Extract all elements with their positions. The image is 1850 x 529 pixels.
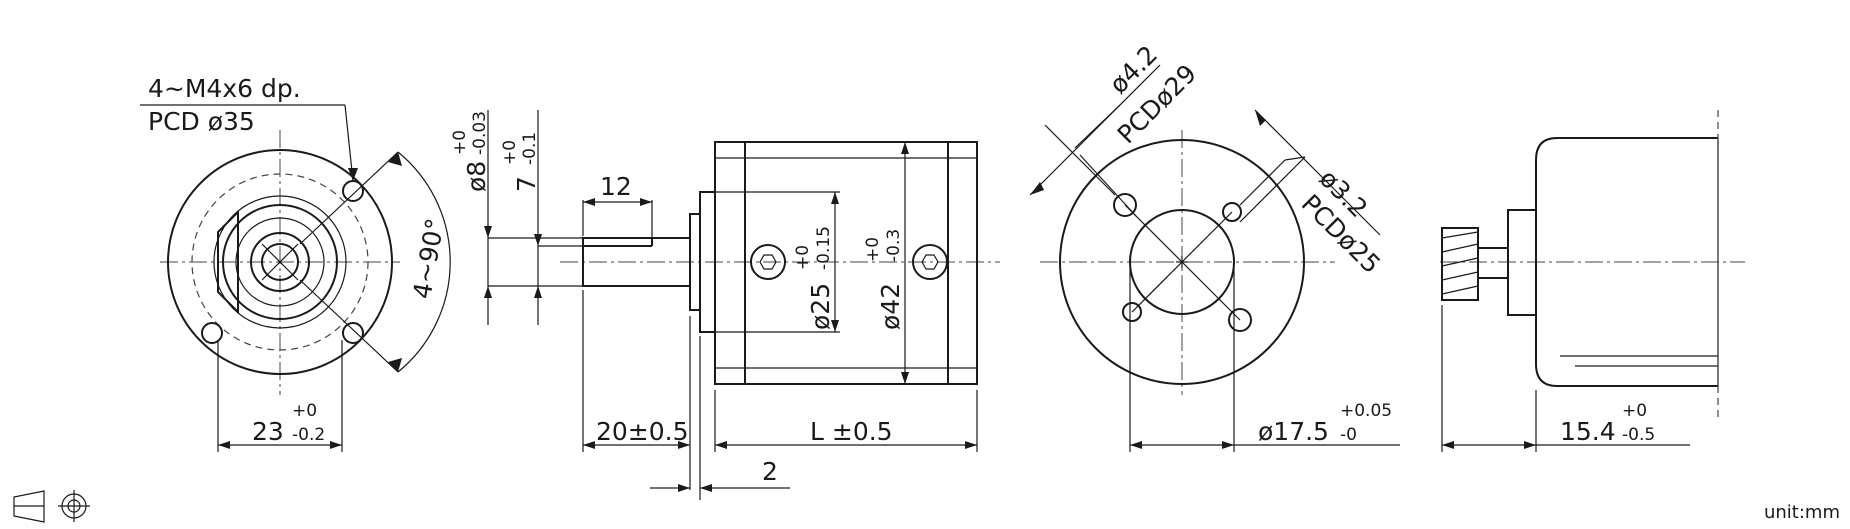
shaft-dia-tol-plus: +0 [450,130,470,155]
side-screw-2 [912,244,948,280]
body-dia-label: ø42 [876,283,905,330]
pilot-tol-plus: +0 [793,245,813,270]
first-angle-projection-icon [13,490,90,523]
rear-boss-tol-minus: -0 [1340,425,1357,445]
side-view: ø8 +0 -0.03 7 +0 -0.1 12 ø25 +0 -0.15 ø4… [450,110,1000,500]
rear-hole-2 [1228,308,1252,332]
shaft-dia-label: ø8 [462,161,491,192]
gear-dim: 15.4 [1560,417,1616,446]
front-width-tol-plus: +0 [292,401,317,421]
body-tol-plus: +0 [863,237,883,262]
flat-label: 7 [512,176,541,192]
front-view: 4~M4x6 dp. PCD ø35 4~90° 23 +0 -0.2 [140,74,451,452]
pilot-dia-label: ø25 [806,283,835,330]
gear-tol-minus: -0.5 [1622,425,1655,445]
pilot-length-label: 2 [762,457,778,486]
front-width-tol-minus: -0.2 [292,425,325,445]
front-angle-label: 4~90° [407,216,450,301]
rear-hole-3 [1222,202,1242,222]
rear-hole-1 [1113,193,1137,217]
front-hole-2 [342,322,364,344]
body-length-label: L ±0.5 [810,417,893,446]
front-hole-note-1: 4~M4x6 dp. [148,74,301,103]
side-screw-1 [750,244,786,280]
front-width-base: 23 [252,417,284,446]
flat-length-label: 12 [600,172,632,201]
shaft-dia-tol-minus: -0.03 [470,111,490,155]
gear-view: 15.4 +0 -0.5 [1440,110,1745,452]
unit-label: unit:mm [1763,502,1840,523]
flat-tol-plus: +0 [500,140,520,165]
shaft-length-label: 20±0.5 [596,417,689,446]
front-hole-3 [201,322,223,344]
body-tol-minus: -0.3 [884,229,904,262]
rear-hole-4 [1122,302,1142,322]
rear-view: ø4.2 PCDø29 ø3.2 PCDø25 ø17.5 +0.05 -0 [1029,40,1400,452]
front-hole-note-2: PCD ø35 [148,107,255,136]
rear-boss-tol-plus: +0.05 [1340,401,1392,421]
rear-boss-dia: ø17.5 [1258,417,1329,446]
flat-tol-minus: -0.1 [520,132,540,165]
gear-tol-plus: +0 [1622,401,1647,421]
pilot-tol-minus: -0.15 [814,226,834,270]
front-hole-1 [342,180,364,202]
